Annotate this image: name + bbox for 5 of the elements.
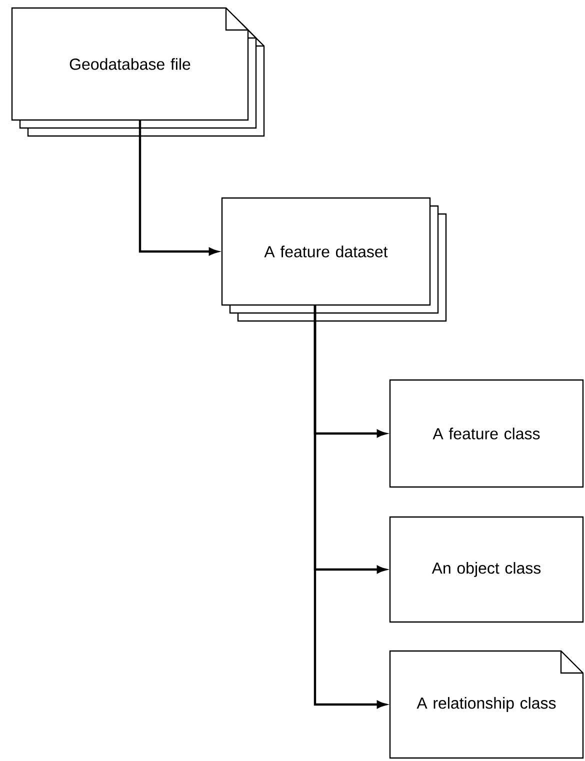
document-box: A relationship class [389, 650, 584, 759]
stacked-document: A feature dataset [221, 197, 447, 322]
stacked-document: Geodatabase file [11, 7, 265, 137]
box: A feature class [389, 379, 584, 488]
box: An object class [389, 516, 584, 623]
